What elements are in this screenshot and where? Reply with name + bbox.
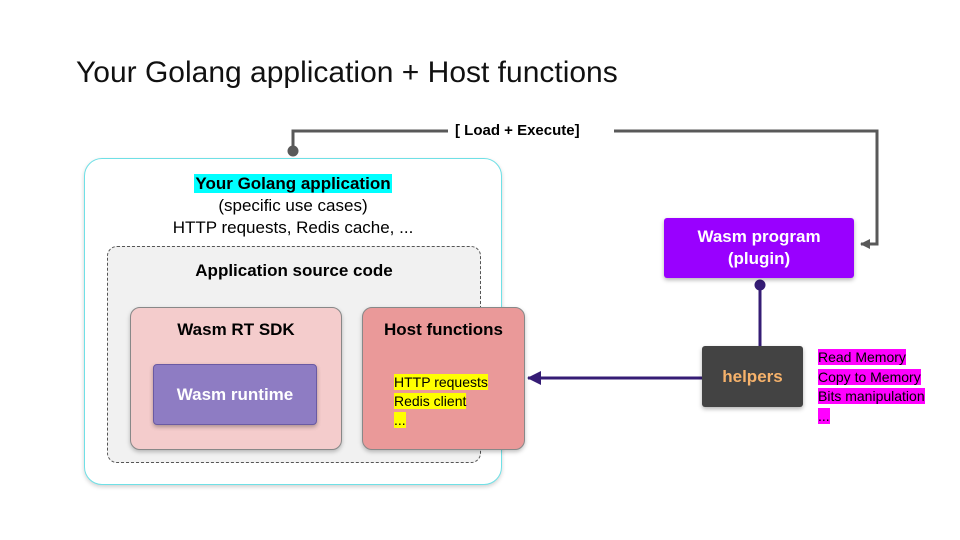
host-function-item: HTTP requests (394, 374, 488, 390)
golang-app-subtitle: (specific use cases) (218, 196, 368, 215)
load-execute-label: [ Load + Execute] (452, 122, 583, 139)
host-functions-list: HTTP requests Redis client ... (394, 373, 488, 430)
helpers-box: helpers (702, 346, 803, 407)
helpers-label: helpers (722, 366, 783, 386)
host-functions-label: Host functions (384, 320, 503, 339)
helper-note: Copy to Memory (818, 368, 921, 385)
wasm-runtime-box: Wasm runtime (153, 364, 317, 425)
host-function-item: Redis client (394, 393, 467, 409)
golang-app-header: Your Golang application (specific use ca… (84, 173, 502, 239)
wasm-program-subtitle: (plugin) (727, 249, 791, 268)
helper-note: Bits manipulation (818, 388, 925, 404)
load-connector-endpoint (287, 145, 299, 157)
wasm-runtime-label: Wasm runtime (176, 384, 294, 404)
page-title: Your Golang application + Host functions (76, 56, 618, 89)
wasm-program-box: Wasm program (plugin) (664, 218, 854, 278)
wasm-program-title: Wasm program (697, 227, 821, 246)
helper-note: ... (818, 407, 830, 424)
source-code-label: Application source code (195, 261, 393, 280)
host-function-item: ... (394, 412, 406, 428)
wasm-rt-sdk-label: Wasm RT SDK (177, 320, 295, 339)
golang-app-examples: HTTP requests, Redis cache, ... (172, 218, 414, 237)
plugin-connector-endpoint (754, 279, 766, 291)
load-execute-connector (291, 129, 879, 244)
helpers-notes-list: Read Memory Copy to Memory Bits manipula… (818, 348, 925, 426)
golang-app-title: Your Golang application (194, 174, 392, 193)
helper-note: Read Memory (818, 349, 906, 365)
